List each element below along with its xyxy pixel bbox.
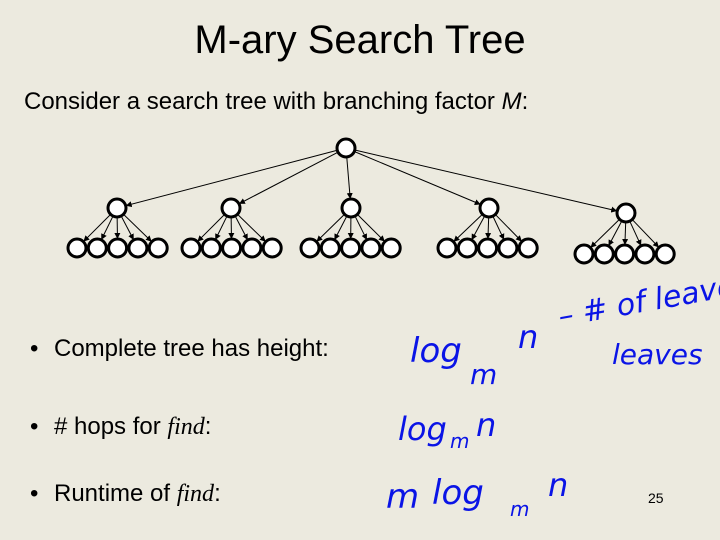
tree-leaf-node [517,237,539,259]
tree-edge [453,213,483,242]
tree-edge [354,215,367,240]
tree-leaf-node [299,237,321,259]
ink-hops-sub: m [450,429,469,453]
tree-leaf-node [261,237,283,259]
tree-leaf-node [319,237,341,259]
handwritten-annotations: log m n – # of leaves leaves log m n m l… [386,266,720,521]
tree-edge [234,215,248,241]
tree-edge [629,220,642,246]
tree-leaf-node [200,237,222,259]
ink-hops-arg: n [476,406,496,444]
tree-edge [492,215,505,240]
tree-internal-node [340,197,362,219]
tree-edge [334,215,348,241]
tree-edge [485,216,492,240]
tree-leaf-node [456,237,478,259]
ink-height-arg: n [518,318,538,356]
page-number: 25 [648,490,664,506]
tree-edge [357,213,385,242]
tree-edge [237,213,266,242]
tree-edge [346,156,353,200]
tree-internal-node [615,202,637,224]
tree-edge [590,218,620,248]
tree-edge [197,214,225,242]
tree-edge [101,215,114,240]
tree-edge [622,221,629,246]
tree-root-node [335,137,357,159]
ink-height-sub: m [470,358,497,391]
slide-subtitle: Consider a search tree with branching fa… [24,88,529,115]
tree-leaf-node [221,237,243,259]
tree-edge [494,214,522,242]
tree-leaf-node [436,237,458,259]
tree-leaf-node [86,237,108,259]
tree-edge [471,215,486,241]
tree-edge [83,214,111,242]
tree-leaf-node [147,237,169,259]
tree-internal-node [478,197,500,219]
ink-height-note: – # of leaves [556,266,720,334]
tree-leaf-node [380,237,402,259]
ink-height-log: log [410,331,462,371]
ink-runtime-log: log [432,473,484,513]
tree-leaf-node [180,237,202,259]
tree-edge [316,213,345,242]
tree-leaf-node [107,237,129,259]
tree-edge [215,215,228,240]
ink-hops-log: log [398,410,447,448]
ink-leaves: leaves [612,338,703,371]
tree-internal-node [106,197,128,219]
tree-edge [631,219,659,248]
ink-runtime-arg: n [548,466,568,504]
slide-title: M-ary Search Tree [194,18,526,62]
tree-edge [123,213,152,242]
tree-leaf-node [127,237,149,259]
tree-leaf-node [634,243,656,265]
tree-leaf-node [66,237,88,259]
bullet-runtime: •Runtime of find: [30,480,221,507]
tree-leaf-node [360,237,382,259]
tree-edge [354,149,618,213]
bullet-hops: •# hops for find: [30,413,212,440]
tree-edge [120,215,134,241]
tree-leaf-node [241,237,263,259]
tree-leaf-node [593,243,615,265]
tree-leaf-node [340,237,362,259]
tree-leaf-node [654,243,676,265]
tree-leaf-node [614,243,636,265]
tree-internal-node [220,197,242,219]
tree-edge [354,151,481,205]
bullet-height: •Complete tree has height: [30,335,329,362]
tree-leaf-node [497,237,519,259]
tree-leaf-node [477,237,499,259]
tree-edge [238,151,339,204]
tree-edge [125,149,338,208]
tree-leaf-node [573,243,595,265]
tree-edge [608,220,623,247]
ink-runtime-prefix: m [386,477,419,517]
ink-runtime-sub: m [510,497,529,521]
